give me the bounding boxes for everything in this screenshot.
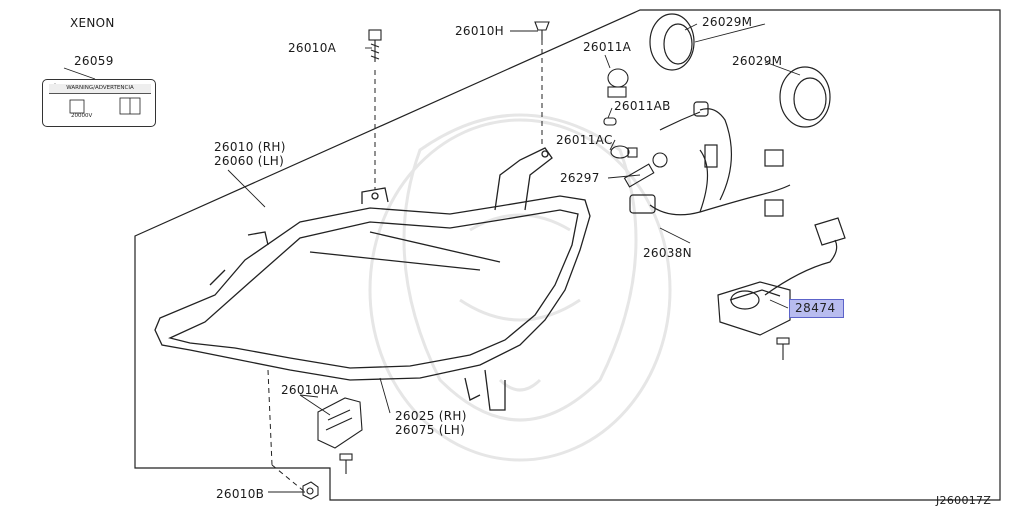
hid-bulb-26297	[623, 152, 668, 188]
nut-26010B	[302, 481, 319, 500]
callout-26025-rh: 26025 (RH)	[395, 409, 467, 423]
assembly-boundary	[134, 9, 1001, 501]
callout-28474: 28474	[795, 301, 836, 315]
callout-26010HA: 26010HA	[281, 383, 339, 397]
ballast-28474	[717, 217, 846, 336]
dashed-leaders	[267, 40, 543, 493]
callout-26010B: 26010B	[216, 487, 265, 501]
callout-26297: 26297	[560, 171, 600, 185]
callout-26010H: 26010H	[455, 24, 504, 38]
warning-label-text: WARNING/ADVERTENCIA	[49, 84, 151, 94]
diagram-code: J260017Z	[936, 494, 992, 507]
bulb-26011AC	[610, 145, 638, 159]
headlamp-housing	[154, 147, 591, 411]
clip-26010H	[534, 21, 550, 40]
warning-label-sticker: WARNING/ADVERTENCIA 20000V	[42, 79, 156, 127]
bulb-26011AB	[603, 117, 617, 126]
system-label: XENON	[70, 16, 115, 30]
bracket-26010HA	[317, 397, 363, 449]
callout-26038N: 26038N	[643, 246, 692, 260]
callout-26011A: 26011A	[583, 40, 632, 54]
screw-ballast	[776, 337, 790, 360]
callout-26060-lh: 26060 (LH)	[214, 154, 285, 168]
callout-26075-lh: 26075 (LH)	[395, 423, 466, 437]
screw-bottom	[339, 453, 353, 474]
callout-26011AB: 26011AB	[614, 99, 671, 113]
bulb-26011A	[607, 68, 629, 98]
callout-26010A: 26010A	[288, 41, 337, 55]
watermark-emblem	[368, 113, 672, 462]
callout-26010-rh: 26010 (RH)	[214, 140, 286, 154]
hand-shock-icon	[69, 99, 85, 114]
cover-26029M-upper	[649, 13, 695, 71]
cover-26029M-lower	[779, 66, 831, 128]
voltage-label-text: 20000V	[71, 113, 93, 119]
bolt-26010A	[368, 29, 382, 62]
callout-26059: 26059	[74, 54, 114, 68]
harness-26038N	[629, 101, 791, 217]
callout-26029M-lower: 26029M	[732, 54, 783, 68]
highlighted-part-28474[interactable]: 28474	[789, 299, 844, 318]
callout-26029M-upper: 26029M	[702, 15, 753, 29]
callout-26011AC: 26011AC	[556, 133, 613, 147]
